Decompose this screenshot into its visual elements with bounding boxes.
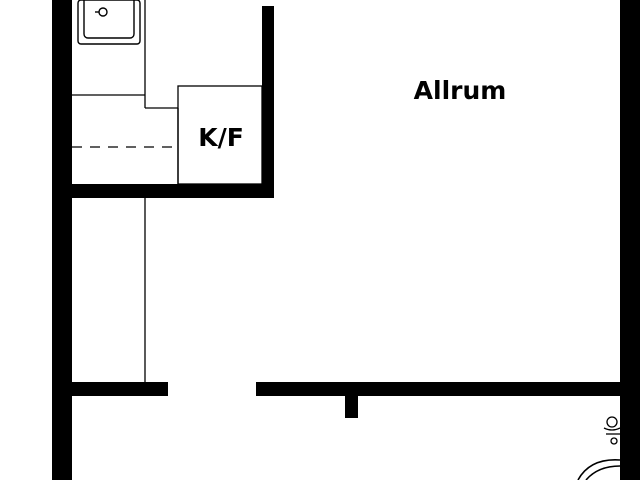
room-label-kf: K/F (198, 123, 244, 152)
room-label-allrum: Allrum (414, 76, 507, 105)
wall-right (620, 0, 640, 480)
wall-hall-left (52, 382, 168, 396)
wall-left-upper (52, 0, 72, 198)
wall-left-lower (52, 384, 72, 480)
wall-left-mid (52, 198, 72, 384)
wall-hall-right (256, 382, 640, 396)
wall-kitchen-right (262, 6, 274, 198)
walls (52, 0, 640, 480)
sink-icon (77, 0, 141, 45)
bathtub-icon (577, 459, 621, 480)
fixture-lines (72, 0, 263, 382)
wall-kitchen-bottom (52, 184, 274, 198)
wall-stub (345, 396, 358, 418)
faucet-icon (603, 416, 621, 445)
